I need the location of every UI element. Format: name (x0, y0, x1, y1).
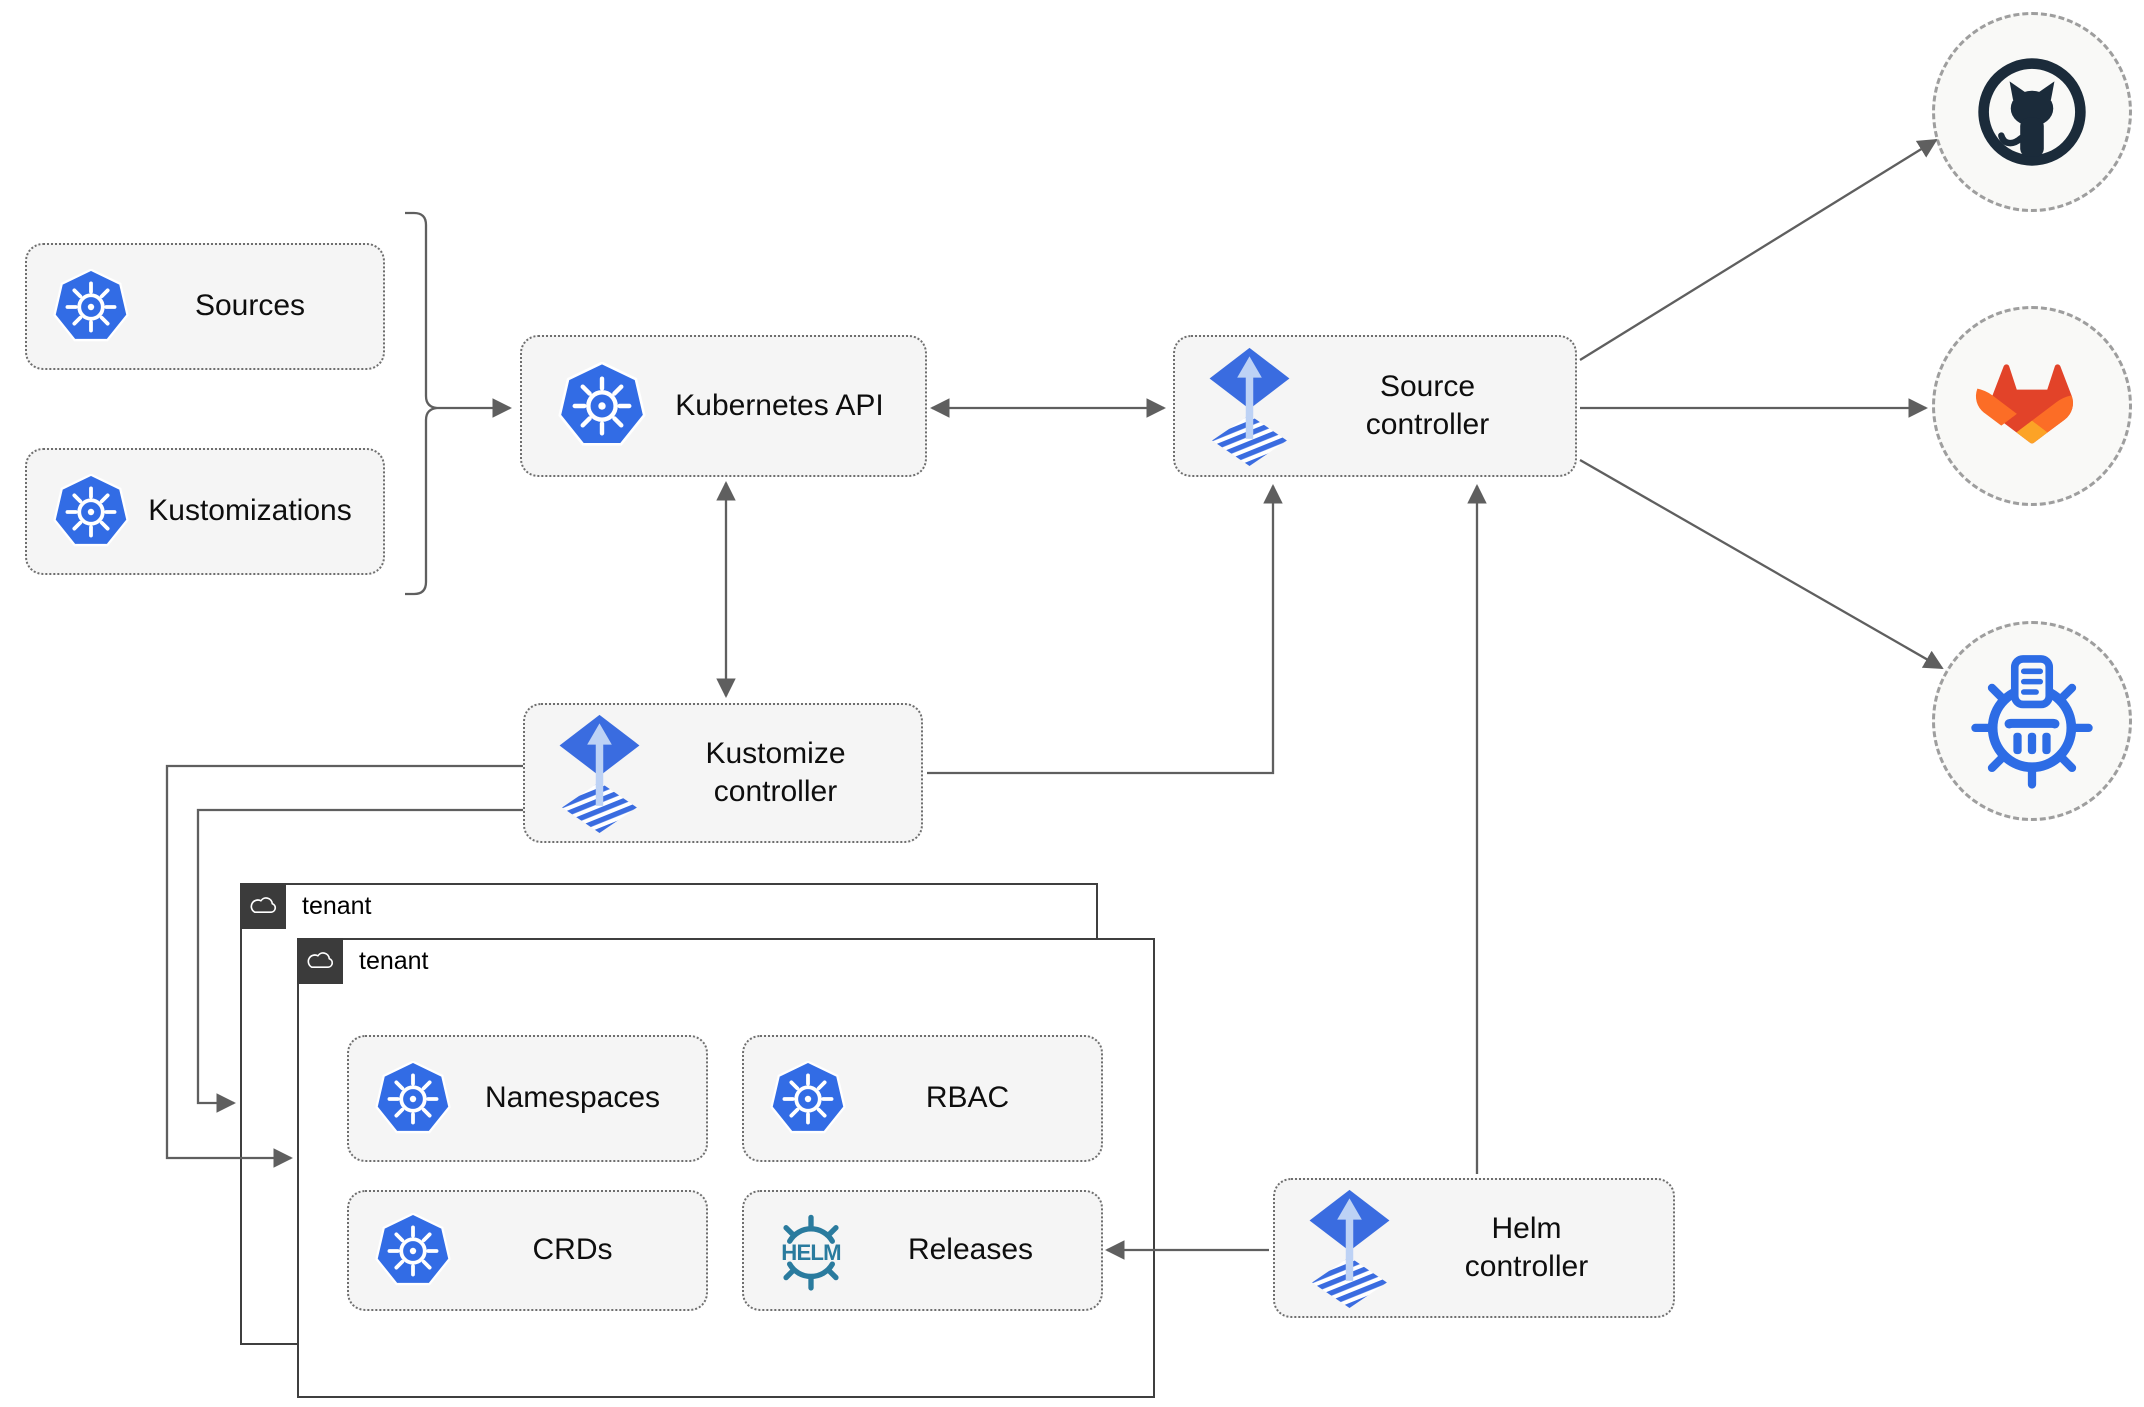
node-source-controller: Source controller (1173, 335, 1577, 477)
node-kubernetes-api: Kubernetes API (520, 335, 927, 477)
node-namespaces: Namespaces (347, 1035, 708, 1162)
node-label: Kubernetes API (675, 388, 884, 422)
node-rbac: RBAC (742, 1035, 1103, 1162)
node-label: Helm controller (1464, 1211, 1589, 1283)
edge-kustomize-to-source-controller (927, 484, 1283, 775)
node-sources: Sources (25, 243, 385, 370)
cloud-icon (248, 896, 279, 917)
kubernetes-icon (375, 1061, 451, 1137)
tenant-header (297, 938, 343, 984)
node-kustomizations: Kustomizations (25, 448, 385, 575)
flux-icon (1307, 1189, 1392, 1308)
github-icon (1973, 53, 2091, 171)
node-label: Releases (907, 1233, 1034, 1267)
flux-icon (1207, 347, 1292, 466)
node-label: RBAC (925, 1081, 1010, 1115)
chartmuseum-icon (1963, 652, 2101, 790)
tenant-header (240, 883, 286, 929)
node-label: Source controller (1365, 369, 1490, 441)
node-crds: CRDs (347, 1190, 708, 1311)
cloud-icon (305, 951, 336, 972)
kubernetes-icon (53, 269, 129, 345)
external-github-node (1932, 12, 2132, 212)
edge-source-controller-to-chartmuseum (1579, 459, 1944, 669)
flux-icon (557, 714, 642, 833)
external-gitlab-node (1932, 306, 2132, 506)
kubernetes-icon (770, 1061, 846, 1137)
node-kustomize-controller: Kustomize controller (523, 703, 923, 843)
kubernetes-icon (53, 474, 129, 550)
helm-icon (770, 1210, 852, 1292)
kubernetes-icon (375, 1213, 451, 1289)
node-helm-controller: Helm controller (1273, 1178, 1675, 1318)
tenant-label: tenant (359, 947, 429, 975)
external-chartmuseum-node (1932, 621, 2132, 821)
node-label: Kustomize controller (705, 736, 846, 808)
kubernetes-icon (558, 362, 646, 450)
node-label: Sources (194, 289, 306, 323)
tenant-label: tenant (302, 892, 372, 920)
node-label: Kustomizations (148, 494, 352, 528)
node-releases: Releases (742, 1190, 1103, 1311)
tenant-box-front: tenant Namespaces RBAC CRDs Releases (297, 938, 1155, 1398)
node-label: Namespaces (484, 1081, 661, 1115)
edge-source-controller-to-github (1579, 138, 1938, 361)
gitlab-icon (1968, 356, 2096, 456)
node-label: CRDs (532, 1233, 613, 1267)
bracket-sources-kustomizations (405, 211, 438, 596)
